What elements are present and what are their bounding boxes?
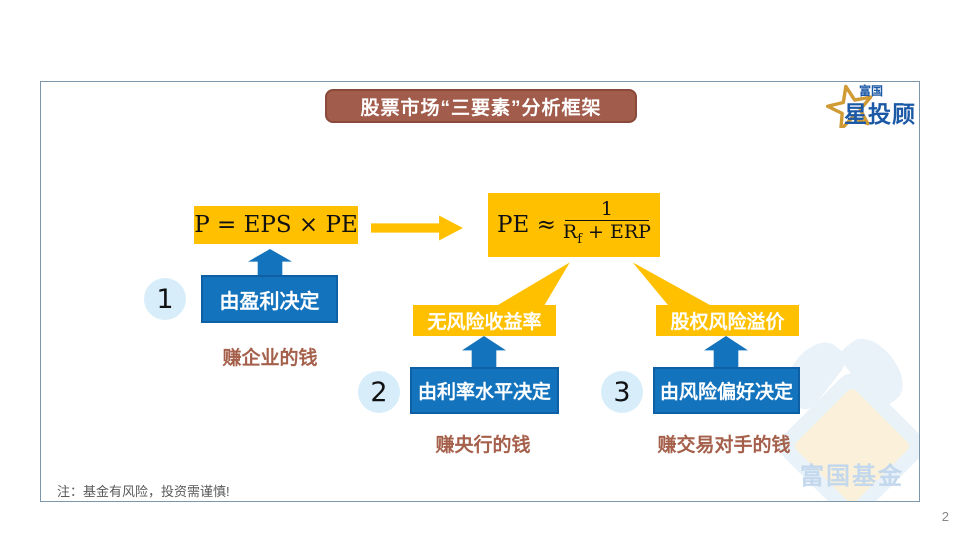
equity-risk-premium-label: 股权风险溢价 <box>656 305 799 336</box>
fund-watermark: 富国基金 <box>772 328 919 501</box>
factor-2-number: 2 <box>358 371 400 413</box>
denominator-rest: + ERP <box>582 221 651 244</box>
watermark-brand-text: 富国基金 <box>800 463 904 490</box>
fraction-numerator: 1 <box>600 198 613 221</box>
factor-2-determinant-box: 由利率水平决定 <box>410 367 559 414</box>
slide-frame: 富国基金 <box>40 81 920 502</box>
brand-main-label: 星投顾 <box>844 101 916 127</box>
factor-2-earn-text: 赚央行的钱 <box>435 435 531 456</box>
factor-3-determinant-box: 由风险偏好决定 <box>653 367 800 414</box>
fraction-bar <box>564 220 649 222</box>
page-number: 2 <box>941 509 949 524</box>
disclaimer-note: 注：基金有风险，投资需谨慎! <box>57 484 230 499</box>
brand-top-label: 富国 <box>859 84 884 98</box>
denominator-base: R <box>562 221 578 244</box>
factor-3-earn-text: 赚交易对手的钱 <box>657 435 791 456</box>
star-icon <box>826 84 873 128</box>
factor-3-number: 3 <box>601 371 643 413</box>
pe-formula-fraction: 1 Rf + ERP <box>563 199 651 251</box>
fraction-denominator: Rf + ERP <box>563 221 651 251</box>
brand-logo: 富国 星投顾 <box>826 82 918 128</box>
pe-formula-box: PE ≈ 1 Rf + ERP <box>488 193 660 257</box>
price-formula-box: P = EPS × PE <box>194 206 358 244</box>
factor-1-earn-text: 赚企业的钱 <box>222 348 318 369</box>
denominator-subscript: f <box>577 231 582 247</box>
risk-free-rate-label: 无风险收益率 <box>413 305 556 336</box>
page-title: 股票市场“三要素”分析框架 <box>325 89 637 123</box>
factor-1-determinant-box: 由盈利决定 <box>201 275 338 323</box>
pe-formula-lhs: PE ≈ <box>497 212 556 238</box>
factor-1-number: 1 <box>144 278 186 320</box>
